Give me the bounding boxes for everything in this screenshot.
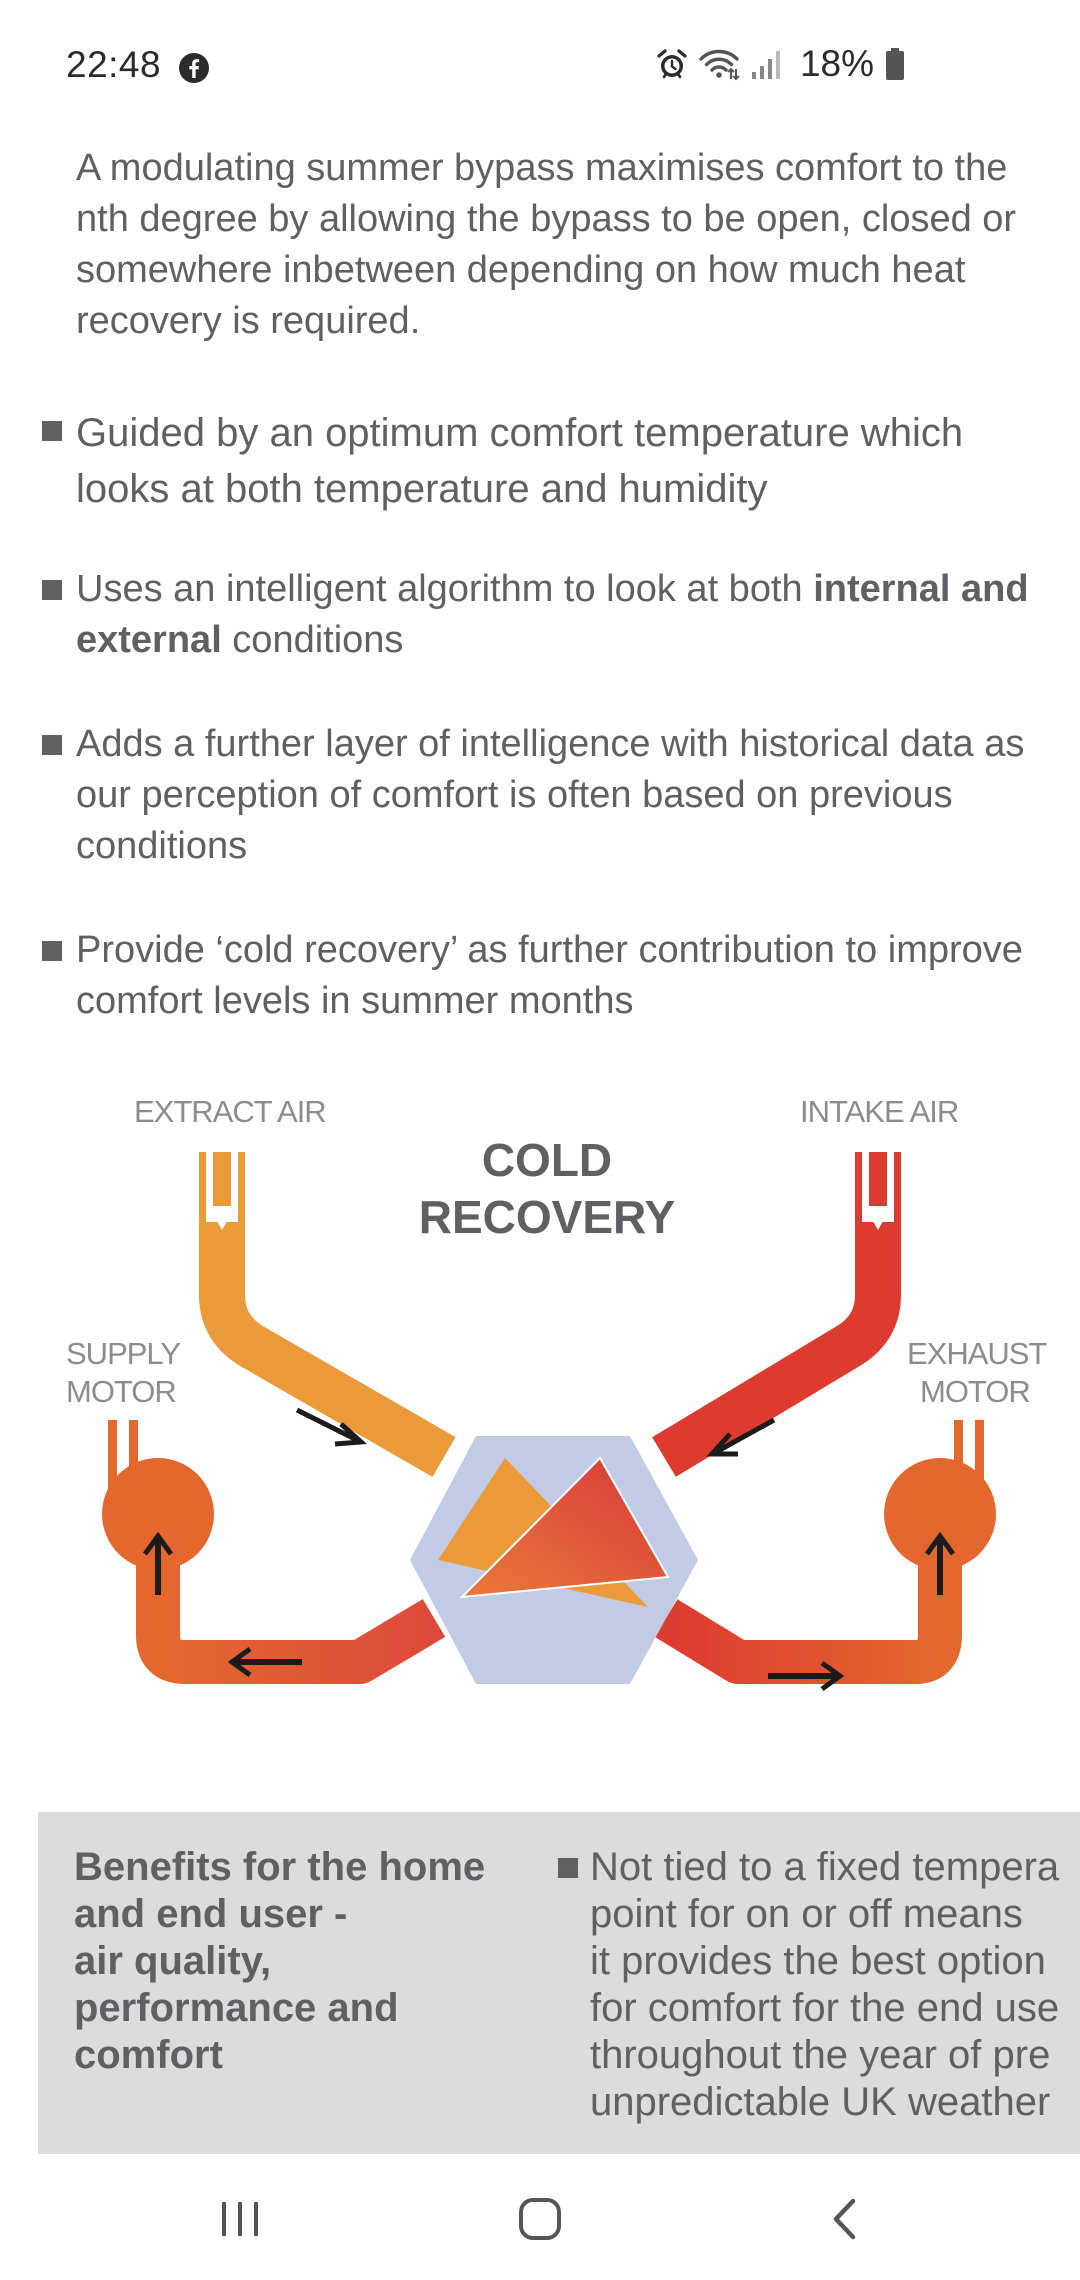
bullet-square [42,421,62,441]
benefits-bullet-line: point for on or off means [590,1892,1023,1936]
bullet-square [42,735,62,755]
exhaust-motor-label-line1: EXHAUST [907,1336,1047,1371]
wifi-icon [699,49,740,81]
benefits-title-line: air quality, [74,1939,272,1983]
status-bar: 22:48 18% [0,0,1080,134]
bullet-square [42,580,62,600]
diagram-title-line1: COLD [482,1134,612,1186]
facebook-icon [179,53,209,83]
supply-motor-label-line1: SUPPLY [66,1336,180,1371]
cold-recovery-diagram: EXTRACT AIR INTAKE AIR COLD RECOVERY SUP… [66,1094,1048,1692]
bullet-square [42,941,62,961]
back-button[interactable] [804,2184,884,2254]
benefits-title: Benefits for the home and end user - air… [74,1844,554,2079]
benefits-bullet-line: for comfort for the end use [590,1986,1060,2030]
signal-icon [751,51,780,79]
home-icon [519,2198,561,2240]
bullet-bold-text: internal and external [76,568,1029,661]
intake-air-duct [652,1152,901,1477]
diagram-title-line2: RECOVERY [419,1191,675,1243]
heat-exchanger [410,1436,698,1684]
bullet-square [558,1858,578,1878]
bullet-text: Uses an intelligent algorithm to look at… [76,568,814,610]
recent-apps-button[interactable] [200,2184,280,2254]
benefits-bullet-line: it provides the best option [590,1939,1046,1983]
benefits-bullet: Not tied to a fixed tempera point for on… [558,1844,1080,2126]
benefits-bullet-line: unpredictable UK weather [590,2080,1051,2124]
exhaust-motor-duct [654,1420,996,1692]
status-icons: 18% [656,42,906,86]
bullet-text: Adds a further layer of intelligence wit… [76,723,1025,867]
bullet-intelligent-algorithm: Uses an intelligent algorithm to look at… [42,564,1066,666]
benefits-bullet-line: Not tied to a fixed tempera [590,1845,1060,1889]
bullet-cold-recovery: Provide ‘cold recovery’ as further contr… [42,925,1066,1027]
bullet-text: conditions [221,619,404,661]
alarm-icon [657,49,687,79]
benefits-title-line: and end user - [74,1892,348,1936]
benefits-panel: Benefits for the home and end user - air… [38,1812,1080,2154]
extract-air-label: EXTRACT AIR [134,1094,326,1129]
status-time: 22:48 [66,44,162,85]
supply-motor-duct [102,1420,446,1684]
supply-motor-label-line2: MOTOR [66,1374,176,1409]
intro-paragraph: A modulating summer bypass maximises com… [76,147,1017,342]
bullet-historical-data: Adds a further layer of intelligence wit… [42,719,1066,872]
battery-percentage: 18% [799,43,874,84]
extract-air-duct [199,1152,456,1477]
benefits-bullet-line: throughout the year of pre [590,2033,1051,2077]
bullet-text: Provide ‘cold recovery’ as further contr… [76,929,1023,1022]
bullet-text: Guided by an optimum comfort temperature… [76,411,964,511]
battery-icon [886,48,904,80]
intake-air-label: INTAKE AIR [800,1094,958,1129]
home-button[interactable] [500,2184,580,2254]
bullet-comfort-temperature: Guided by an optimum comfort temperature… [42,405,1066,517]
recent-apps-icon [222,2202,258,2236]
navigation-bar [0,2154,1080,2280]
benefits-title-line: performance and [74,1986,399,2030]
back-icon [833,2198,856,2240]
exhaust-motor-label-line2: MOTOR [920,1374,1030,1409]
benefits-title-line: Benefits for the home [74,1845,486,1889]
benefits-title-line: comfort [74,2033,223,2077]
